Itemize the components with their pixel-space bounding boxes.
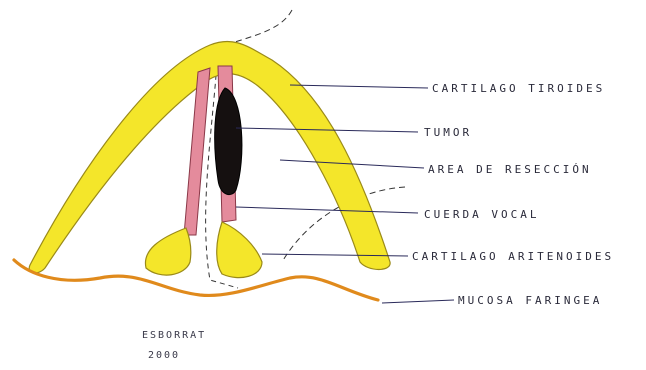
label-tumor: TUMOR xyxy=(424,126,472,139)
signature-year: 2000 xyxy=(148,350,180,361)
leader-mucosa xyxy=(382,300,454,303)
leader-vocal-cord xyxy=(236,207,418,213)
label-arytenoid-cartilage: CARTILAGO ARITENOIDES xyxy=(412,250,614,263)
leader-thyroid xyxy=(290,85,428,88)
label-vocal-cord: CUERDA VOCAL xyxy=(424,208,539,221)
arytenoid-cartilage-left xyxy=(145,228,190,275)
tumor-mass xyxy=(215,88,242,195)
label-pharyngeal-mucosa: MUCOSA FARINGEA xyxy=(458,294,602,307)
label-resection-area: AREA DE RESECCIÓN xyxy=(428,163,592,176)
label-thyroid-cartilage: CARTILAGO TIROIDES xyxy=(432,82,605,95)
signature-name: ESBORRAT xyxy=(142,330,206,341)
pharyngeal-mucosa xyxy=(14,260,378,300)
arytenoid-cartilage-right xyxy=(217,222,262,278)
